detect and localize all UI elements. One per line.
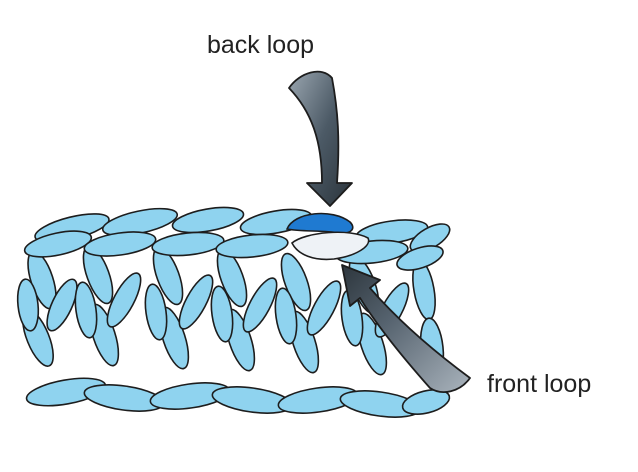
back-loop-highlight [285,212,354,234]
bottom-chain [25,377,451,418]
back-loop-arrow [288,70,353,207]
yarn-stitches [16,206,451,418]
top-chain-front [23,230,444,271]
front-loop-label: front loop [487,370,592,398]
stitch-columns [16,245,445,379]
front-loop-arrow [341,264,471,393]
back-loop-label: back loop [207,31,315,59]
front-loop-highlight [291,231,370,261]
